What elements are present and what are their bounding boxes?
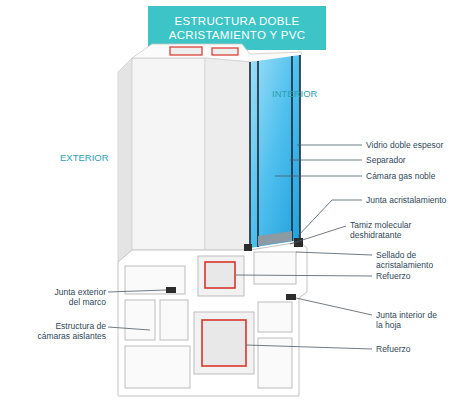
leader-line [297, 145, 362, 146]
leader-line [108, 327, 150, 330]
double-glazing [250, 55, 300, 248]
part-label: Cámara gas noble [366, 171, 470, 181]
reinforcement [205, 262, 235, 288]
glass-edge [291, 56, 293, 241]
part-label: Junta exterior del marco [44, 287, 106, 307]
part-label: Tamiz molecular deshidratante [350, 220, 420, 240]
part-label: Junta interior de la hoja [376, 310, 438, 330]
insulating-chamber [125, 346, 190, 388]
frame-chamber [194, 312, 254, 374]
side-label: EXTERIOR [60, 152, 140, 163]
part-label: Refuerzo [376, 271, 466, 281]
top-reinforcement [170, 47, 202, 55]
insulating-chamber [160, 300, 188, 340]
reinforcement [202, 320, 246, 366]
profile-section [118, 242, 307, 396]
diagram-title: ESTRUCTURA DOBLE ACRISTAMIENTO Y PVC [148, 6, 326, 50]
leader-line [246, 345, 372, 349]
glass-edge [249, 62, 251, 248]
sash-gasket [286, 294, 296, 300]
insulating-chamber [258, 302, 292, 332]
glass-edge [299, 55, 301, 240]
frame-gasket [166, 287, 176, 293]
insulating-chamber [125, 266, 185, 294]
sash-face [205, 58, 250, 250]
side-label: INTERIOR [272, 88, 352, 99]
leader-line [296, 298, 372, 315]
leader-line [275, 176, 362, 177]
leader-line [296, 252, 372, 255]
insulating-chamber [125, 300, 155, 340]
glass-edge [257, 61, 259, 247]
part-label: Junta acristalamiento [366, 195, 470, 205]
frame-side [118, 58, 132, 262]
glazing-gasket [244, 244, 252, 251]
part-label: Sellado de acristalamiento [376, 250, 442, 270]
frame-face [132, 58, 205, 250]
leader-lines [108, 145, 372, 349]
leader-line [290, 160, 362, 161]
sash-chamber [198, 256, 244, 296]
title-banner [148, 6, 326, 50]
part-label: Refuerzo [376, 344, 466, 354]
part-label: Vidrio doble espesor [366, 140, 470, 150]
part-label: Separador [366, 155, 470, 165]
leader-line [108, 290, 166, 292]
top-reinforcement [212, 48, 238, 55]
part-label: Estructura de cámaras aislantes [28, 321, 106, 341]
leader-line [290, 226, 346, 244]
glazing-bead [254, 252, 296, 284]
leader-line [236, 275, 372, 276]
